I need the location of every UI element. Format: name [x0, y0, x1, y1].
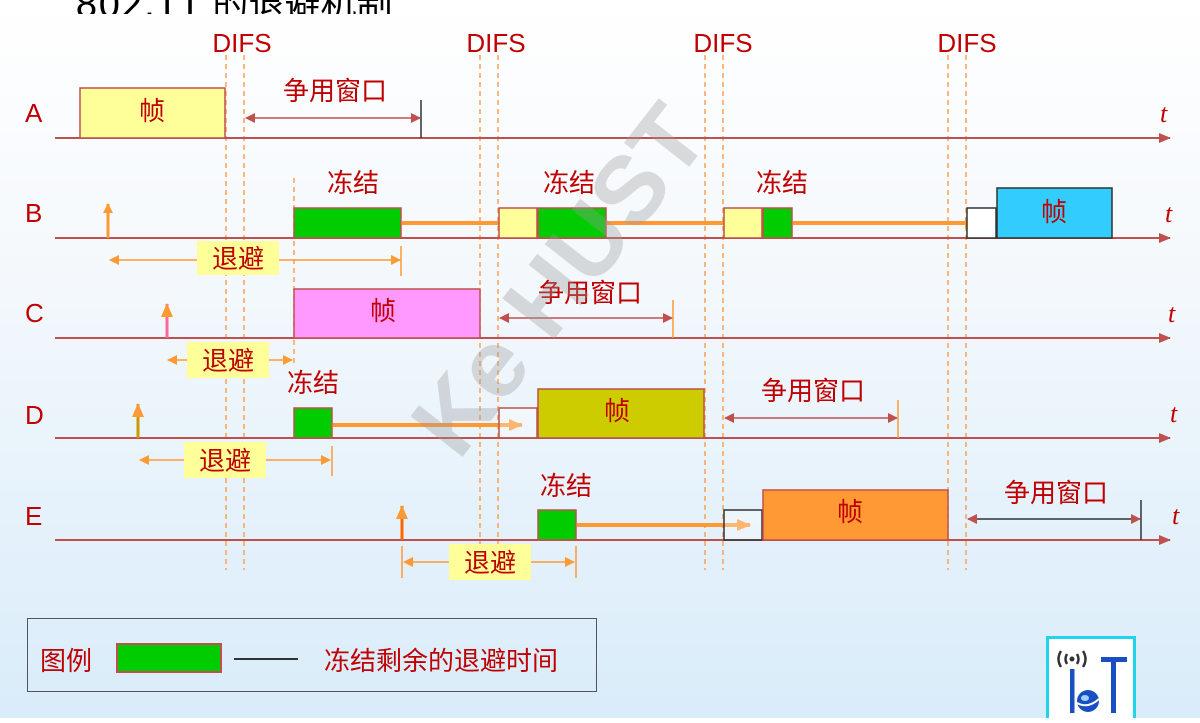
time-label-d: t [1170, 399, 1178, 428]
contention-label-e: 争用窗口 [1004, 479, 1108, 509]
difs-label: DIFS [466, 28, 525, 58]
backoff-box-b [197, 241, 279, 275]
freeze-label-d: 冻结 [287, 369, 339, 399]
time-label-e: t [1172, 501, 1180, 530]
time-label-c: t [1168, 299, 1176, 328]
legend-description: 冻结剩余的退避时间 [324, 647, 559, 677]
freeze-e [537, 509, 577, 541]
freeze-b-3 [762, 207, 793, 239]
frame-label-b: 帧 [1041, 198, 1067, 228]
frame-label-c: 帧 [370, 297, 396, 327]
difs-box-b-1 [498, 207, 538, 239]
freeze-label-b-2: 冻结 [543, 169, 595, 199]
freeze-label-b-3: 冻结 [756, 169, 808, 199]
frame-label-a: 帧 [139, 97, 165, 127]
difs-box-b-2 [723, 207, 763, 239]
contention-label-c: 争用窗口 [538, 279, 642, 309]
station-label-b: B [25, 198, 42, 228]
frame-c [293, 288, 481, 339]
frame-e [762, 489, 949, 541]
frame-label-d: 帧 [604, 397, 630, 427]
difs-box-e [723, 509, 763, 541]
legend: 图例 冻结剩余的退避时间 [27, 618, 597, 692]
freeze-label-e: 冻结 [540, 472, 592, 502]
freeze-b-2 [537, 207, 607, 239]
page-title: 802.11 的退避机制 [75, 0, 392, 14]
title-clip: 802.11 的退避机制 [0, 0, 1200, 14]
backoff-box-e [449, 544, 531, 580]
legend-dash [234, 658, 298, 660]
difs-box-b-3 [966, 207, 997, 239]
contention-label-a: 争用窗口 [283, 77, 387, 107]
contention-label-d: 争用窗口 [761, 377, 865, 407]
difs-label: DIFS [693, 28, 752, 58]
freeze-label-b-1: 冻结 [327, 169, 379, 199]
difs-label: DIFS [937, 28, 996, 58]
difs-label: DIFS [212, 28, 271, 58]
station-label-e: E [25, 501, 42, 531]
legend-swatch [116, 643, 222, 673]
iot-logo [1046, 636, 1136, 718]
time-label-b: t [1165, 199, 1173, 228]
freeze-d [293, 407, 333, 439]
freeze-b-1 [293, 207, 402, 239]
frame-b [996, 187, 1113, 239]
frame-d [537, 388, 705, 439]
backoff-label-b: 退避 [212, 245, 264, 275]
frame-a [79, 87, 226, 139]
station-label-a: A [25, 98, 43, 128]
station-label-d: D [25, 400, 44, 430]
station-label-c: C [25, 298, 44, 328]
backoff-label-c: 退避 [202, 347, 254, 377]
backoff-box-d [184, 442, 266, 478]
backoff-box-c [187, 342, 269, 378]
time-label-a: t [1160, 99, 1168, 128]
legend-label: 图例 [40, 647, 93, 677]
backoff-label-d: 退避 [199, 447, 251, 477]
difs-box-d [498, 407, 538, 439]
backoff-label-e: 退避 [464, 549, 516, 579]
iot-logo-icon [1057, 650, 1127, 713]
frame-label-e: 帧 [837, 498, 863, 528]
